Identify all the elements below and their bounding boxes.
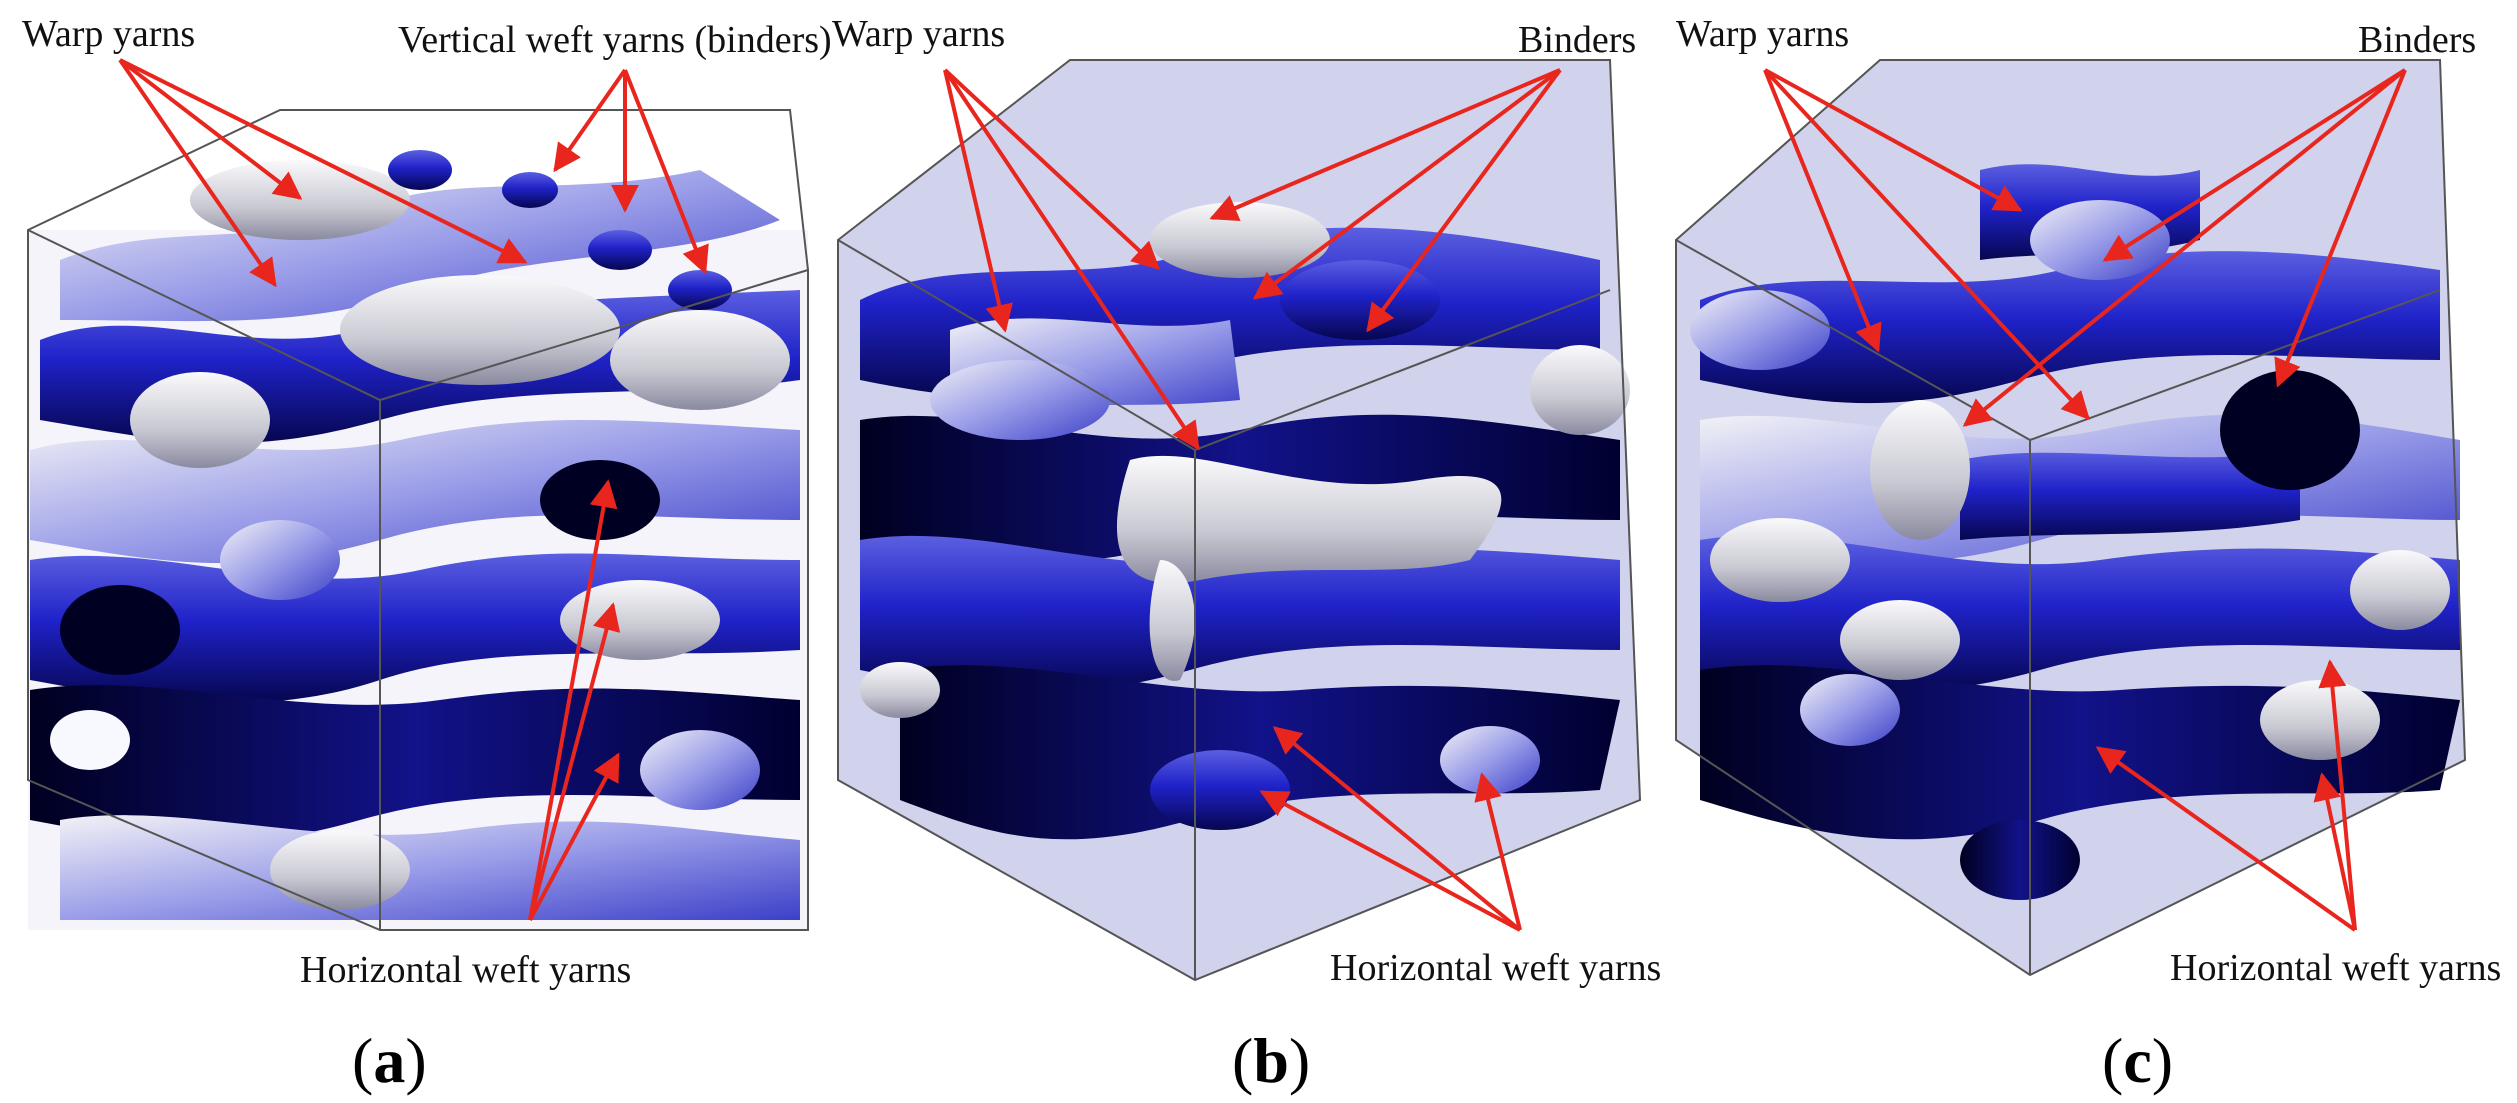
panel-a: Warp yarns Vertical weft yarns (binders)… xyxy=(22,13,832,1096)
panel-b-warp-arrow-3 xyxy=(943,68,1200,451)
panel-b-horizontal-arrow-2 xyxy=(1259,790,1521,932)
panel-c-warp-arrow-1 xyxy=(1763,69,1882,353)
panel-a-horizontal-arrow-2 xyxy=(528,602,621,921)
panel-b-horizontal-label: Horizontal weft yarns xyxy=(1330,947,1661,989)
panel-c-warp-arrow-3 xyxy=(1763,68,2090,421)
panel-a-caption: (a) xyxy=(352,1025,427,1096)
panel-c-warp-label: Warp yarns xyxy=(1676,13,1849,55)
panel-a-warp-label: Warp yarns xyxy=(22,13,195,55)
panel-c-caption: (c) xyxy=(2102,1025,2173,1096)
panel-b-caption: (b) xyxy=(1232,1025,1310,1096)
panel-b-warp-arrow-2 xyxy=(943,68,1161,270)
panel-c-caption-letter: c xyxy=(2123,1025,2151,1096)
panel-b-caption-letter: b xyxy=(1253,1025,1289,1096)
panel-a-binder-arrow-1 xyxy=(553,68,627,173)
panel-b-arrows xyxy=(943,68,1562,932)
panel-c-arrows xyxy=(1763,68,2407,932)
panel-c-cube-edges xyxy=(1675,59,2467,977)
panel-c-horizontal-label: Horizontal weft yarns xyxy=(2170,947,2501,989)
panel-c-binders-label: Binders xyxy=(2358,19,2476,61)
panel-a-yarns xyxy=(28,150,808,930)
panel-c-binder-arrow-1 xyxy=(2102,68,2407,262)
panel-a-warp-arrow-1 xyxy=(118,58,303,200)
panel-b-binder-arrow-1 xyxy=(1209,68,1561,222)
panel-c: Warp yarns Binders Horizontal weft yarns… xyxy=(1675,13,2501,1096)
panel-a-horizontal-arrow-1 xyxy=(528,479,618,921)
panel-c-binder-arrow-2 xyxy=(1962,68,2407,427)
panel-a-warp-arrow-3 xyxy=(119,58,528,264)
panel-b-warp-label: Warp yarns xyxy=(832,13,1005,55)
panel-b: Warp yarns Binders Horizontal weft yarns… xyxy=(832,13,1661,1096)
panel-a-binder-arrow-3 xyxy=(623,69,709,275)
panel-b-horizontal-arrow-3 xyxy=(1474,772,1522,931)
panel-a-binders-label: Vertical weft yarns (binders) xyxy=(398,19,832,61)
panel-b-binder-arrow-2 xyxy=(1252,68,1562,300)
panel-c-cube xyxy=(1675,59,2467,977)
panel-a-cube xyxy=(27,109,809,931)
panel-a-horizontal-label: Horizontal weft yarns xyxy=(300,949,631,991)
panel-c-binder-arrow-3 xyxy=(2274,69,2407,388)
panel-a-horizontal-arrow-3 xyxy=(528,752,620,921)
panel-b-binders-label: Binders xyxy=(1518,19,1636,61)
panel-c-horizontal-arrow-3 xyxy=(2313,772,2357,931)
panel-c-horizontal-arrow-2 xyxy=(2318,659,2357,931)
panel-b-warp-arrow-1 xyxy=(943,69,1013,333)
panel-c-horizontal-arrow-1 xyxy=(2095,746,2357,932)
panel-a-cube-edges xyxy=(27,109,809,931)
panel-c-warp-arrow-2 xyxy=(1764,68,2023,212)
panel-b-yarns xyxy=(860,202,1630,840)
panel-a-caption-letter: a xyxy=(373,1025,405,1096)
panel-b-binder-arrow-3 xyxy=(1366,68,1562,333)
panel-b-cube xyxy=(837,59,1642,982)
panel-b-horizontal-arrow-1 xyxy=(1272,726,1522,932)
panel-a-warp-arrow-2 xyxy=(118,58,277,288)
panel-a-arrows xyxy=(118,58,709,921)
